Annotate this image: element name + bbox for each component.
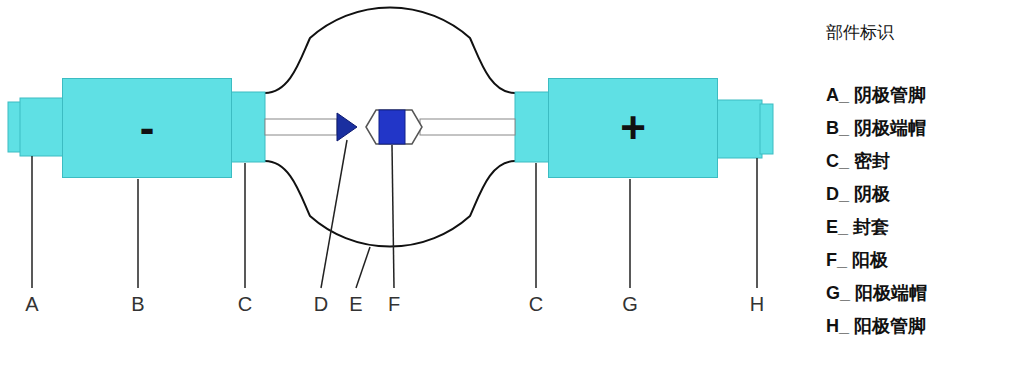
callout-letter: A	[25, 293, 38, 315]
cathode-tip	[337, 113, 357, 141]
bulb-envelope	[265, 161, 515, 247]
part-name: D_ 阴极	[826, 185, 890, 205]
anode-band	[379, 110, 405, 144]
anode-body	[366, 110, 422, 144]
anode-rod	[420, 119, 515, 135]
part-name: F_ 阳极	[826, 251, 888, 271]
callout-letter: H	[750, 293, 764, 315]
anode-pin	[716, 100, 762, 158]
callout-letter: F	[388, 293, 400, 315]
callout-letter: C	[529, 293, 543, 315]
cathode-pin	[20, 98, 64, 156]
bulb-envelope	[265, 7, 515, 93]
end-cap: -	[62, 78, 232, 178]
part-name: B_ 阴极端帽	[826, 119, 926, 139]
callout-letter: E	[349, 293, 362, 315]
callout-letter: B	[131, 293, 144, 315]
part-name: A_ 阴极管脚	[826, 86, 926, 106]
list-heading: 部件标识	[826, 24, 894, 43]
polarity-sign: +	[620, 106, 646, 150]
cathode-rod	[265, 119, 337, 135]
part-name: E_ 封套	[826, 218, 889, 238]
callout-letter: D	[314, 293, 328, 315]
part-name: H_ 阳极管脚	[826, 317, 926, 337]
pin-cap	[760, 104, 773, 154]
end-cap: +	[548, 78, 718, 178]
callout-letter: C	[238, 293, 252, 315]
seal	[515, 92, 549, 162]
callout-letter: G	[622, 293, 638, 315]
part-name: C_ 密封	[826, 152, 890, 172]
seal	[231, 92, 265, 162]
polarity-sign: -	[140, 106, 155, 150]
part-name: G_ 阳极端帽	[826, 284, 927, 304]
